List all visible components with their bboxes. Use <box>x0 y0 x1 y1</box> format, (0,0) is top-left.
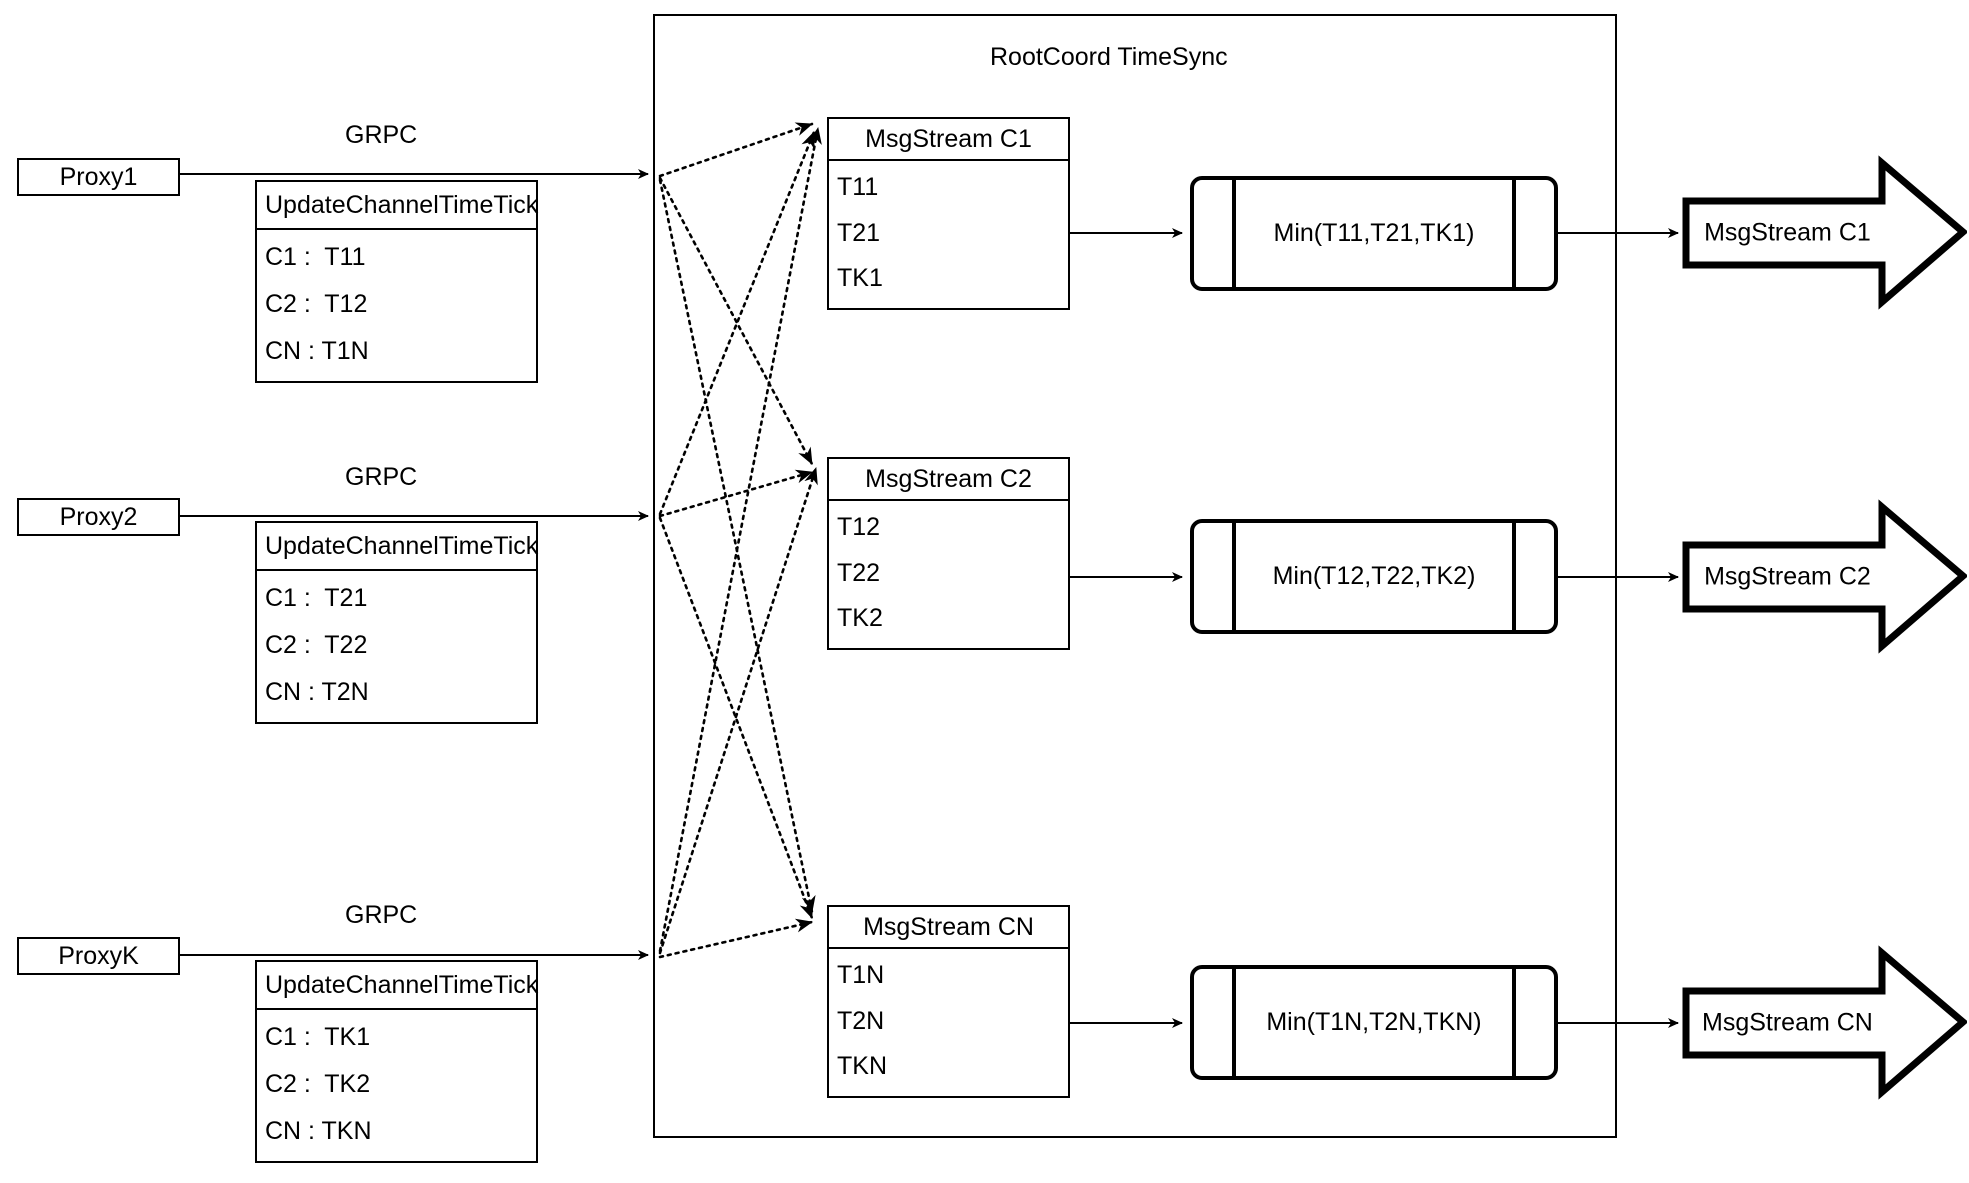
list-item: T12 <box>837 513 881 542</box>
msgstream-body: T12 T22 TK2 <box>829 501 1068 648</box>
grpc-label-row2: GRPC <box>345 463 418 491</box>
process-right-bar <box>1512 523 1516 630</box>
grpc-label-row1: GRPC <box>345 121 418 149</box>
table-row: C2 : TK2 <box>265 1069 371 1098</box>
list-item: T22 <box>837 558 881 587</box>
msgstream-body: T1N T2N TKN <box>829 949 1068 1096</box>
table-body: C1 : TK1 C2 : TK2 CN : TKN <box>257 1010 536 1161</box>
msgstream-table-row3: MsgStream CN T1N T2N TKN <box>827 905 1070 1098</box>
min-process-box-row1: Min(T11,T21,TK1) <box>1190 176 1558 291</box>
list-item: T1N <box>837 961 885 990</box>
table-row: C1 : TK1 <box>265 1022 371 1051</box>
process-left-bar <box>1232 969 1236 1076</box>
list-item: T11 <box>837 173 879 202</box>
output-block-arrow-row1: MsgStream C1 <box>1682 155 1967 310</box>
process-right-bar <box>1512 969 1516 1076</box>
table-row: CN : T2N <box>265 677 369 706</box>
process-left-bar <box>1232 523 1236 630</box>
table-row: C1 : T21 <box>265 583 368 612</box>
proxy-label: Proxy2 <box>59 502 138 531</box>
msgstream-header: MsgStream C1 <box>829 119 1068 161</box>
list-item: T2N <box>837 1006 885 1035</box>
update-channel-timetick-table-row2: UpdateChannelTimeTick C1 : T21 C2 : T22 … <box>255 521 538 724</box>
proxy-box-row1[interactable]: Proxy1 <box>17 158 180 196</box>
table-row: C2 : T22 <box>265 630 368 659</box>
msgstream-body: T11 T21 TK1 <box>829 161 1068 308</box>
proxy-label: ProxyK <box>58 941 139 970</box>
table-row: CN : T1N <box>265 336 369 365</box>
table-row: CN : TKN <box>265 1116 372 1145</box>
msgstream-header: MsgStream CN <box>829 907 1068 949</box>
grpc-label-row3: GRPC <box>345 901 418 929</box>
proxy-box-row2[interactable]: Proxy2 <box>17 498 180 536</box>
rootcoord-timesync-title: RootCoord TimeSync <box>990 43 1228 71</box>
update-channel-timetick-table-row1: UpdateChannelTimeTick C1 : T11 C2 : T12 … <box>255 180 538 383</box>
process-label: Min(T12,T22,TK2) <box>1272 562 1476 590</box>
msgstream-table-row1: MsgStream C1 T11 T21 TK1 <box>827 117 1070 310</box>
output-block-arrow-row2: MsgStream C2 <box>1682 499 1967 654</box>
process-label: Min(T11,T21,TK1) <box>1273 219 1475 247</box>
table-body: C1 : T11 C2 : T12 CN : T1N <box>257 230 536 381</box>
list-item: T21 <box>837 218 881 247</box>
msgstream-table-row2: MsgStream C2 T12 T22 TK2 <box>827 457 1070 650</box>
output-block-arrow-row3: MsgStream CN <box>1682 945 1967 1100</box>
table-row: C2 : T12 <box>265 289 368 318</box>
list-item: TK2 <box>837 604 883 633</box>
rootcoord-timesync-container <box>653 14 1617 1138</box>
min-process-box-row3: Min(T1N,T2N,TKN) <box>1190 965 1558 1080</box>
table-header: UpdateChannelTimeTick <box>257 182 538 230</box>
table-row: C1 : T11 <box>265 242 366 271</box>
table-body: C1 : T21 C2 : T22 CN : T2N <box>257 571 536 722</box>
table-header: UpdateChannelTimeTick <box>257 523 538 571</box>
proxy-label: Proxy1 <box>59 162 138 191</box>
process-left-bar <box>1232 180 1236 287</box>
list-item: TKN <box>837 1052 887 1081</box>
list-item: TK1 <box>837 264 883 293</box>
proxy-box-row3[interactable]: ProxyK <box>17 937 180 975</box>
update-channel-timetick-table-row3: UpdateChannelTimeTick C1 : TK1 C2 : TK2 … <box>255 960 538 1163</box>
msgstream-header: MsgStream C2 <box>829 459 1068 501</box>
table-header: UpdateChannelTimeTick <box>257 962 538 1010</box>
min-process-box-row2: Min(T12,T22,TK2) <box>1190 519 1558 634</box>
process-label: Min(T1N,T2N,TKN) <box>1266 1008 1482 1036</box>
process-right-bar <box>1512 180 1516 287</box>
